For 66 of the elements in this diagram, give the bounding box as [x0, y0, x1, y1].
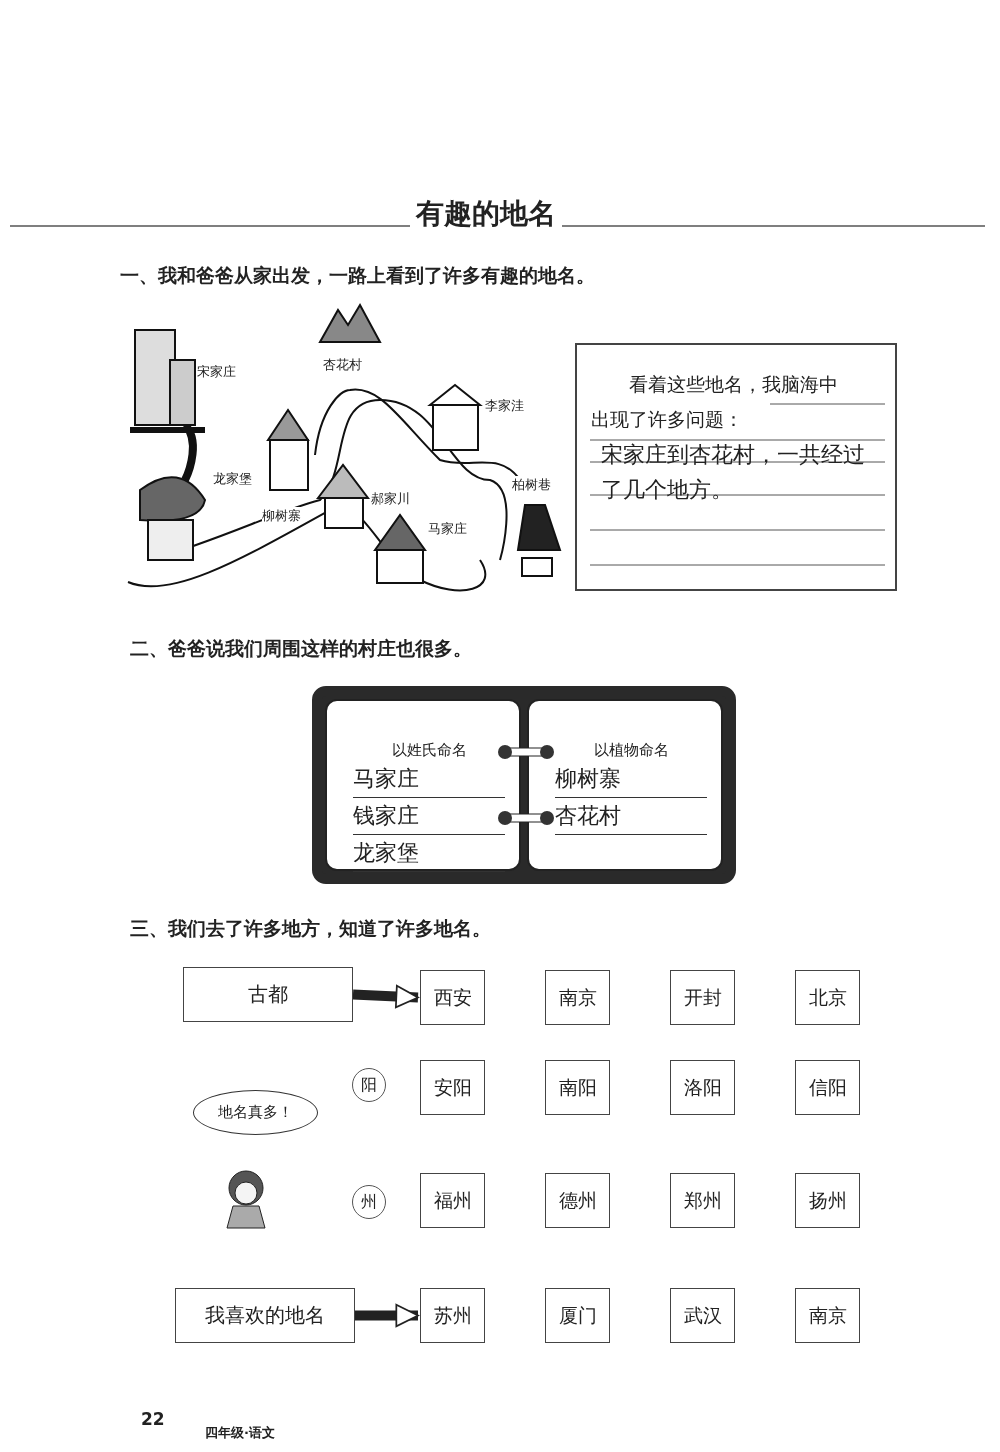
place-label: 郝家川: [371, 490, 410, 508]
handwritten-answer: 苏州: [433, 1302, 472, 1328]
place-name-box: [795, 970, 860, 1025]
box-text: 西安: [433, 984, 472, 1010]
question-card: [575, 343, 897, 591]
page-number: 22: [141, 1409, 165, 1429]
place-label: 柳树寨: [262, 507, 301, 525]
prompt-text: 看着这些地名，我脑海中出现了许多问题：: [591, 372, 839, 432]
box-text: 安阳: [433, 1074, 472, 1100]
handwritten-answer: 马家庄: [353, 761, 505, 798]
box-text: 德州: [558, 1187, 597, 1213]
place-name-box: [420, 1173, 485, 1228]
box-text: 开封: [683, 984, 722, 1010]
handwritten-answer: 武汉: [683, 1302, 722, 1328]
box-text: 州: [361, 1191, 377, 1213]
place-label: 柏树巷: [512, 476, 551, 494]
notebook-page: [325, 699, 521, 871]
place-name-box: [545, 970, 610, 1025]
handwritten-answer: 南京: [808, 1302, 847, 1328]
place-name-box: [795, 1173, 860, 1228]
notebook-page: [527, 699, 723, 871]
box-text: 信阳: [808, 1074, 847, 1100]
place-name-box: [420, 1288, 485, 1343]
place-label: 李家洼: [485, 397, 524, 415]
box-text: 古都: [248, 981, 288, 1008]
place-label: 杏花村: [323, 356, 362, 374]
section-heading: 二、爸爸说我们周围这样的村庄也很多。: [130, 636, 472, 661]
box-text: 北京: [808, 984, 847, 1010]
handwritten-answer: 宋家庄到杏花村，一共经过了几个地方。: [600, 441, 866, 504]
place-name-box: [545, 1288, 610, 1343]
box-text: 洛阳: [683, 1074, 722, 1100]
column-heading: 以植物命名: [592, 740, 670, 761]
box-text: 福州: [433, 1187, 472, 1213]
handwritten-answer: 龙家堡: [353, 835, 505, 872]
section-heading: 一、我和爸爸从家出发，一路上看到了许多有趣的地名。: [120, 263, 595, 288]
footer-text: 四年级·语文: [205, 1424, 275, 1442]
place-label: 马家庄: [428, 520, 467, 538]
place-name-box: [670, 1288, 735, 1343]
box-text: 我喜欢的地名: [205, 1302, 325, 1329]
place-name-box: [795, 1060, 860, 1115]
handwritten-answer: 厦门: [558, 1302, 597, 1328]
category-box: [183, 967, 353, 1022]
place-name-box: [795, 1288, 860, 1343]
column-heading: 以姓氏命名: [390, 740, 468, 761]
place-name-box: [670, 1173, 735, 1228]
notebook-drawing: [312, 686, 736, 884]
place-name-box: [420, 970, 485, 1025]
place-label: 龙家堡: [213, 470, 252, 488]
category-box: [175, 1288, 355, 1343]
box-text: 南阳: [558, 1074, 597, 1100]
box-text: 扬州: [808, 1187, 847, 1213]
place-name-box: [670, 1060, 735, 1115]
place-label: 宋家庄: [197, 363, 236, 381]
section-heading: 三、我们去了许多地方，知道了许多地名。: [130, 916, 491, 941]
place-name-box: [545, 1060, 610, 1115]
box-text: 阳: [361, 1074, 377, 1096]
place-name-box: [545, 1173, 610, 1228]
box-text: 地名真多！: [218, 1103, 293, 1122]
box-text: 南京: [558, 984, 597, 1010]
box-text: 郑州: [683, 1187, 722, 1213]
place-name-box: [670, 970, 735, 1025]
place-name-box: [420, 1060, 485, 1115]
arrow: [355, 1303, 419, 1328]
handwritten-answer: 柳树寨: [555, 761, 707, 798]
handwritten-answer: 杏花村: [555, 798, 707, 835]
arrow: [352, 984, 419, 1009]
